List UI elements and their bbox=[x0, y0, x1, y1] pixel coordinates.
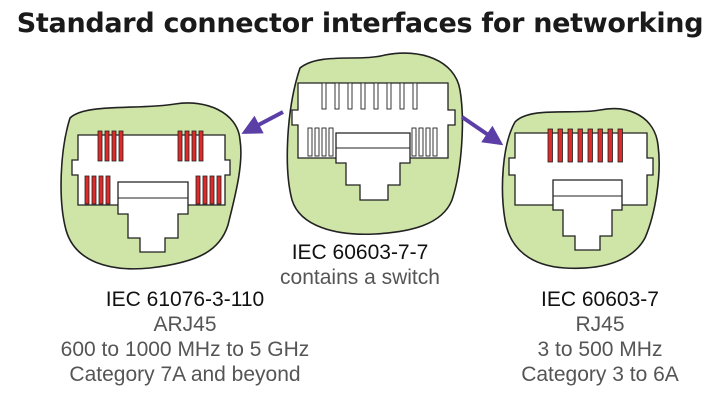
right-connector-name: RJ45 bbox=[575, 313, 625, 336]
arj45-connector-illustration bbox=[60, 102, 242, 270]
right-frequency: 3 to 500 MHz bbox=[537, 338, 663, 361]
left-top-contacts bbox=[97, 130, 204, 162]
center-standard: IEC 60603-7-7 bbox=[291, 241, 429, 264]
center-bottom-contacts bbox=[307, 127, 438, 157]
right-connector-caption: IEC 60603-7 RJ45 3 to 500 MHz Category 3… bbox=[470, 287, 720, 387]
center-top-contacts bbox=[321, 82, 418, 110]
rj45-connector-illustration bbox=[501, 107, 660, 270]
left-connector-caption: IEC 61076-3-110 ARJ45 600 to 1000 MHz to… bbox=[20, 287, 350, 387]
right-contacts bbox=[547, 128, 623, 163]
center-note: contains a switch bbox=[280, 266, 440, 289]
left-category: Category 7A and beyond bbox=[69, 363, 301, 386]
arrow-to-right-connector bbox=[460, 115, 504, 146]
iec-60603-7-7-connector-illustration bbox=[286, 52, 464, 236]
center-plug-body bbox=[335, 132, 411, 201]
left-connector-name: ARJ45 bbox=[153, 313, 217, 336]
right-standard: IEC 60603-7 bbox=[541, 288, 659, 311]
left-bottom-contacts bbox=[84, 175, 222, 205]
right-category: Category 3 to 6A bbox=[521, 363, 679, 386]
left-frequency: 600 to 1000 MHz to 5 GHz bbox=[60, 338, 310, 361]
center-connector-caption: IEC 60603-7-7 contains a switch bbox=[240, 240, 480, 290]
left-jack-outline bbox=[71, 134, 231, 206]
left-plug-body bbox=[117, 181, 189, 253]
right-plug-body bbox=[552, 179, 623, 251]
arrow-to-left-connector bbox=[241, 110, 284, 134]
page-title: Standard connector interfaces for networ… bbox=[16, 8, 704, 39]
left-standard: IEC 61076-3-110 bbox=[105, 288, 265, 311]
